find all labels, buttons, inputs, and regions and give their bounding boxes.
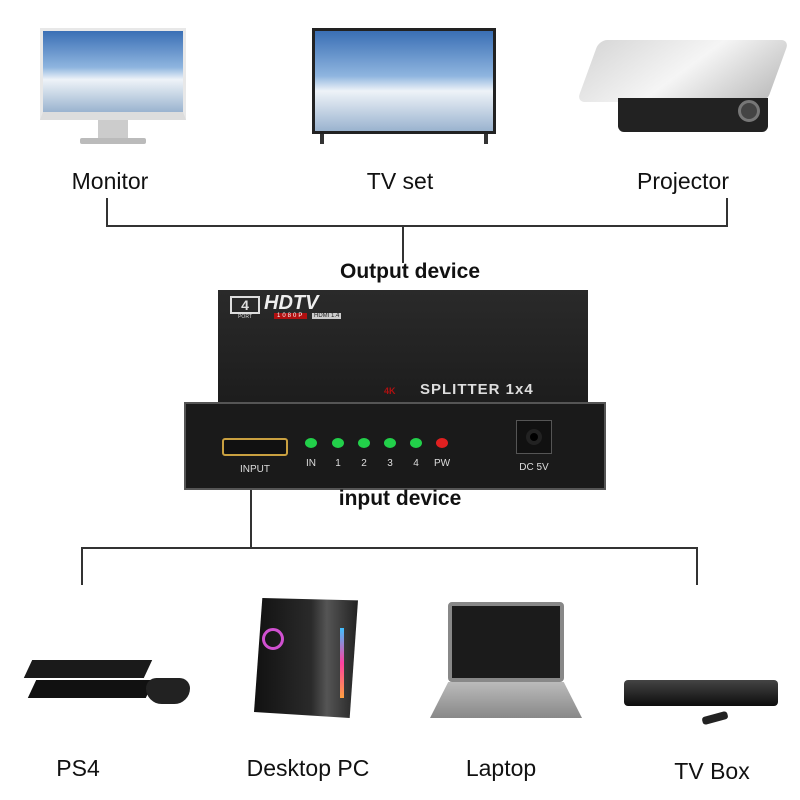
connector-line <box>106 225 728 227</box>
projector-icon <box>576 40 790 140</box>
input-label-tv-box: TV Box <box>674 758 750 784</box>
led-pw <box>436 438 448 448</box>
led-label: IN <box>306 458 316 469</box>
port-label: PORT <box>238 314 252 320</box>
model-label: SPLITTER 1x4 <box>420 381 534 398</box>
dc-label: DC 5V <box>519 462 549 473</box>
connector-line <box>81 547 698 549</box>
output-device-heading: Output device <box>339 260 481 283</box>
port-count: 4 <box>230 296 260 314</box>
led-2 <box>358 438 370 448</box>
led-1 <box>332 438 344 448</box>
connector-line <box>250 490 252 549</box>
ps4-icon <box>23 650 198 720</box>
connector-line <box>106 198 108 227</box>
input-port-label: INPUT <box>240 464 270 475</box>
tv-box-icon <box>624 670 778 730</box>
resolution: 1080P <box>274 313 308 319</box>
led-3 <box>384 438 396 448</box>
monitor-icon <box>40 28 186 148</box>
led-label: 3 <box>387 458 393 469</box>
connector-line <box>726 198 728 227</box>
hdmi-splitter: 4 PORT HDTV 1080P HDMI 1.4 4K SPLITTER 1… <box>184 290 606 490</box>
tv-icon <box>312 28 496 148</box>
connector-line <box>696 547 698 585</box>
hdmi-version: HDMI 1.4 <box>312 313 342 319</box>
brand: HDTV <box>264 292 319 314</box>
led-label: PW <box>433 458 451 469</box>
led-label: 2 <box>361 458 367 469</box>
input-label-desktop-pc: Desktop PC <box>246 755 370 781</box>
input-label-laptop: Laptop <box>465 755 537 781</box>
led-in <box>305 438 317 448</box>
input-label-ps4: PS4 <box>56 755 100 781</box>
hdmi-input-port <box>222 438 288 456</box>
connector-line <box>81 547 83 585</box>
led-label: 1 <box>335 458 341 469</box>
led-label: 4 <box>413 458 419 469</box>
led-4 <box>410 438 422 448</box>
badge-4k: 4K <box>384 386 396 396</box>
output-label-tv: TV set <box>366 168 434 194</box>
laptop-icon <box>430 602 582 720</box>
desktop-pc-icon <box>254 598 358 718</box>
output-label-monitor: Monitor <box>71 168 149 194</box>
input-device-heading: input device <box>338 487 462 510</box>
output-label-projector: Projector <box>636 168 730 194</box>
dc-power-jack <box>516 420 552 454</box>
connector-line <box>402 225 404 263</box>
